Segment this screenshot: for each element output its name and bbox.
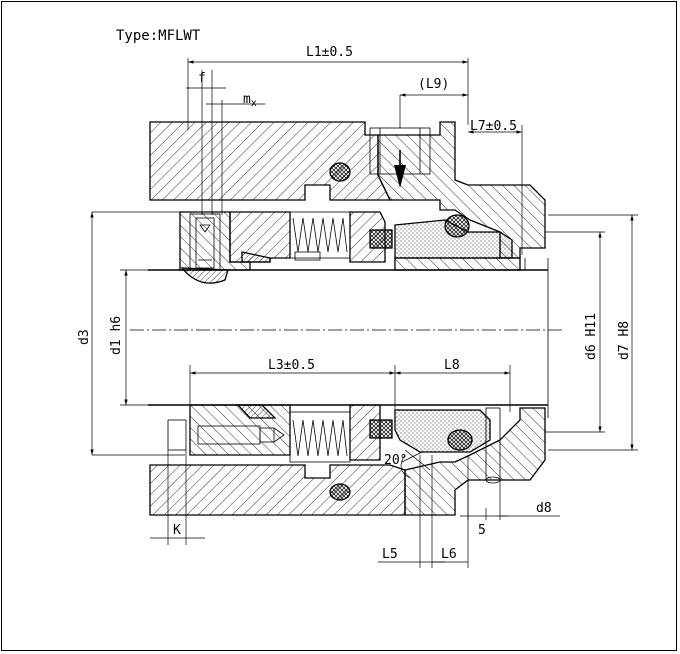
housing-lower bbox=[149, 464, 406, 516]
seat-upper bbox=[394, 257, 521, 271]
stationary-face-lower bbox=[394, 409, 491, 453]
dim-d8: d8 bbox=[536, 501, 552, 516]
drawing-title: Type:MFLWT bbox=[116, 28, 201, 44]
dim-L8: L8 bbox=[444, 358, 460, 373]
secondary-oring-upper bbox=[369, 229, 393, 249]
spring-retainer-lower bbox=[349, 404, 381, 461]
wedge-ring-upper bbox=[241, 251, 271, 263]
secondary-oring-lower bbox=[369, 419, 393, 439]
dimensions: L1±0.5 (L9) f mx L7±0.5 L3±0.5 L8 d3 bbox=[77, 45, 638, 568]
dim-L5: L5 bbox=[382, 547, 398, 562]
dim-mx: mx bbox=[243, 92, 257, 109]
dim-d3: d3 bbox=[77, 329, 92, 345]
dim-f: f bbox=[198, 71, 206, 86]
spring-lower bbox=[289, 411, 351, 463]
upper-section bbox=[149, 121, 546, 284]
set-screw-upper bbox=[189, 213, 221, 271]
drive-collar-upper bbox=[229, 211, 291, 263]
dim-L7: L7±0.5 bbox=[470, 119, 517, 134]
dim-5: 5 bbox=[478, 523, 486, 538]
gland-plate-lower bbox=[404, 407, 546, 516]
sleeve-lip-upper bbox=[180, 267, 229, 284]
lower-section bbox=[149, 404, 546, 516]
spring-upper bbox=[289, 211, 351, 259]
dim-angle: 20° bbox=[384, 453, 407, 468]
clamp-ring-lower bbox=[236, 404, 277, 419]
dim-L3: L3±0.5 bbox=[268, 358, 315, 373]
set-screw-lower bbox=[167, 419, 285, 451]
dim-d6: d6 H11 bbox=[584, 313, 599, 360]
housing-upper bbox=[149, 121, 392, 201]
dim-d7: d7 H8 bbox=[617, 321, 632, 360]
dim-L6: L6 bbox=[441, 547, 457, 562]
o-ring-housing-lower bbox=[329, 483, 351, 501]
dim-K: K bbox=[173, 523, 181, 538]
o-ring-housing-upper bbox=[329, 162, 351, 182]
dim-L1: L1±0.5 bbox=[306, 45, 353, 60]
dim-d1: d1 h6 bbox=[109, 316, 124, 355]
dim-L9: (L9) bbox=[418, 77, 449, 92]
sleeve-lower bbox=[189, 404, 291, 456]
